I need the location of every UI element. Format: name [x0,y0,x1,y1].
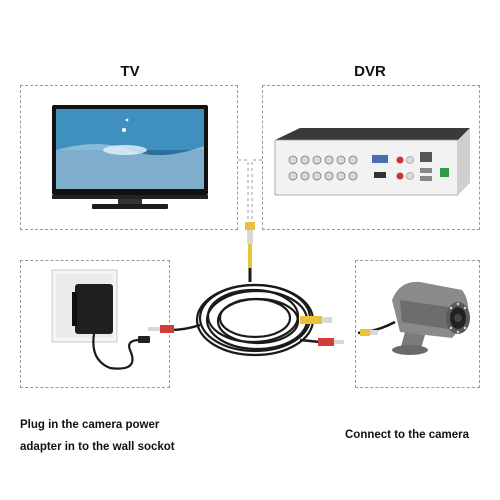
tv-panel [20,85,238,230]
tv-illustration [52,105,208,209]
dvr-illustration [274,128,470,196]
power-panel [20,260,170,388]
camera-illustration [357,281,470,355]
power-adapter-illustration [51,269,150,370]
cable-illustration [148,222,344,357]
camera-caption: Connect to the camera [345,429,469,441]
power-caption: Plug in the camera power adapter in to t… [20,414,240,458]
power-caption-line2: adapter in to the wall sockot [20,441,175,453]
connection-lines [238,159,262,232]
power-caption-line1: Plug in the camera power [20,419,160,431]
dvr-panel [262,85,480,230]
camera-panel [355,260,480,388]
dvr-title: DVR [354,63,386,80]
tv-title: TV [120,63,140,80]
